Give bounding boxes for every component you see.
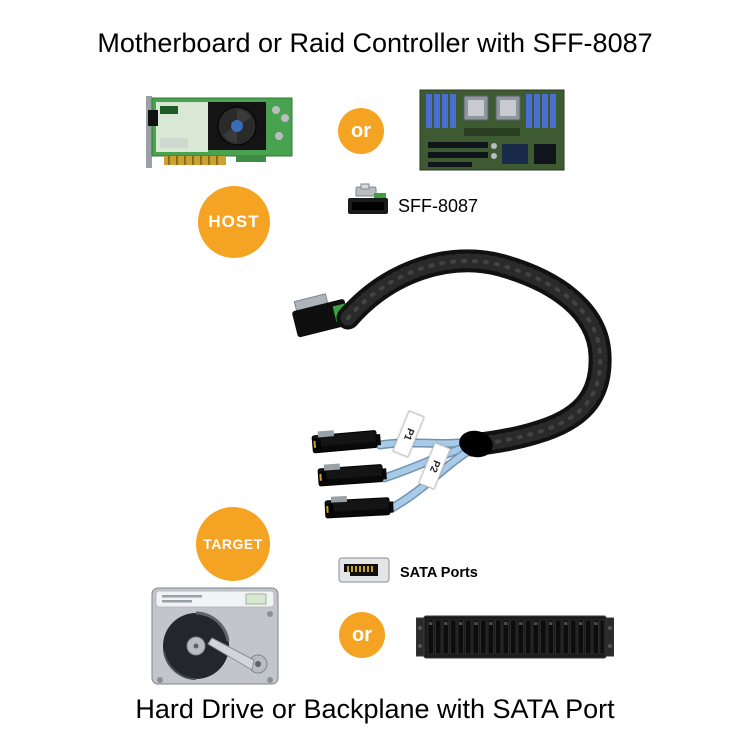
mini-sas-to-sata-cable: P1 P2 xyxy=(250,240,640,545)
host-badge: HOST xyxy=(198,186,270,258)
bottom-title: Hard Drive or Backplane with SATA Port xyxy=(135,694,615,724)
hard-drive-image xyxy=(151,587,279,685)
sff-8087-label: SFF-8087 xyxy=(398,196,479,216)
target-badge-label: TARGET xyxy=(203,536,263,552)
sata-ports-label: SATA Ports xyxy=(400,565,478,581)
sata-port-icon xyxy=(338,557,390,583)
cable-tag-p1-label: P1 xyxy=(401,426,416,442)
or-badge-top-label: or xyxy=(351,119,371,142)
backplane-image xyxy=(416,615,614,659)
top-title: Motherboard or Raid Controller with SFF-… xyxy=(97,28,653,58)
or-badge-bottom-label: or xyxy=(352,623,372,646)
sff-8087-connector-icon xyxy=(348,183,388,214)
host-badge-label: HOST xyxy=(208,212,260,231)
cable-tag-p2-label: P2 xyxy=(427,458,442,474)
or-badge-bottom: or xyxy=(339,612,385,658)
motherboard-image xyxy=(419,89,565,171)
target-badge: TARGET xyxy=(196,507,270,581)
cable-image xyxy=(292,249,612,519)
raid-controller-image xyxy=(146,96,293,168)
or-badge-top: or xyxy=(338,108,384,154)
